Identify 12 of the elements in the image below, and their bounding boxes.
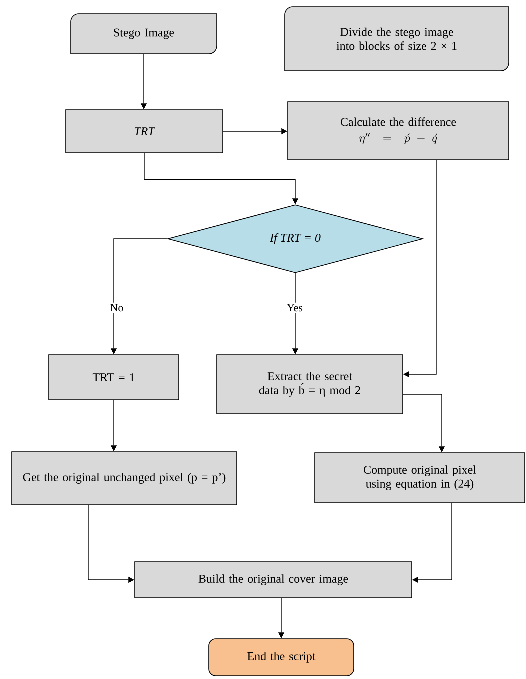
process-box: Calculate the difference $\eta'' = \acute{p} - \acute{q}$: [288, 102, 510, 160]
process-box: Extract the secret data by b́ = η mod 2: [216, 354, 404, 414]
process-box: Compute original pixel using equation in (24): [314, 452, 526, 504]
start-box: Stego Image: [70, 14, 218, 54]
process-box: Build the original cover image: [134, 562, 412, 598]
end-box: End the script: [208, 638, 354, 676]
process-box: Get the original unchanged pixel (p = p’): [12, 452, 238, 506]
edge-label: No: [108, 302, 126, 314]
process-box: TRT = 1: [48, 354, 180, 400]
process-box: TRT: [66, 110, 224, 154]
edge-label: Yes: [286, 302, 304, 314]
note-box: Divide the stego image into blocks of size 2 × 1: [284, 6, 510, 72]
